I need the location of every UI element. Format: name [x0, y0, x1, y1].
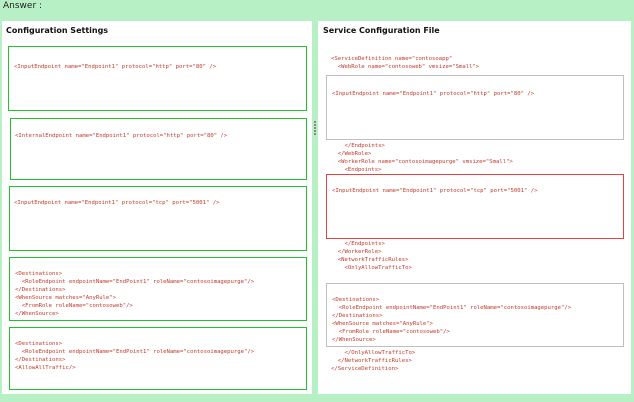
- drop-target-2[interactable]: <InputEndpoint name="Endpoint1" protocol…: [326, 174, 624, 239]
- drop-target-code-line: <RoleEndpoint endpointName="EndPoint1" r…: [332, 305, 572, 311]
- option-code-line: <FromRole roleName="contosoweb"/>: [15, 303, 133, 309]
- option-code-line: <WhenSource matches="AnyRule">: [15, 295, 117, 301]
- option-code-line: </Destinations>: [15, 287, 66, 293]
- drop-target-code: <InputEndpoint name="Endpoint1" protocol…: [332, 91, 535, 97]
- code-line: </NetworkTrafficRules>: [331, 358, 412, 364]
- option-code: <InputEndpoint name="Endpoint1" protocol…: [14, 200, 220, 206]
- option-box-4[interactable]: <Destinations> <RoleEndpoint endpointNam…: [9, 257, 307, 321]
- configuration-settings-panel: Configuration Settings <InputEndpoint na…: [2, 21, 312, 394]
- option-box-5[interactable]: <Destinations> <RoleEndpoint endpointNam…: [9, 327, 307, 390]
- option-code-line: <AllowAllTraffic/>: [15, 365, 76, 371]
- option-code-line: </WhenSource>: [15, 311, 59, 317]
- option-code-line: <RoleEndpoint endpointName="EndPoint1" r…: [15, 279, 255, 285]
- code-line: </WorkerRole>: [331, 249, 382, 255]
- service-configuration-panel: Service Configuration File <ServiceDefin…: [318, 21, 631, 394]
- code-line: <WebRole name="contosoweb" vmsize="Small…: [331, 64, 480, 70]
- drop-target-code-line: <Destinations>: [332, 297, 380, 303]
- code-line: </Endpoints>: [331, 241, 385, 247]
- code-line: <WorkerRole name="contosoimagepurge" vms…: [331, 159, 513, 165]
- service-configuration-title: Service Configuration File: [323, 26, 440, 35]
- code-line: </ServiceDefinition>: [331, 366, 399, 372]
- option-box-1[interactable]: <InputEndpoint name="Endpoint1" protocol…: [8, 46, 307, 111]
- option-code-line: <Destinations>: [15, 341, 63, 347]
- drop-target-code: <InputEndpoint name="Endpoint1" protocol…: [332, 188, 538, 194]
- drop-target-code-line: <FromRole roleName="contosoweb"/>: [332, 329, 450, 335]
- answer-label: Answer :: [3, 1, 43, 11]
- drop-target-code-line: <WhenSource matches="AnyRule">: [332, 321, 434, 327]
- option-box-3[interactable]: <InputEndpoint name="Endpoint1" protocol…: [9, 186, 307, 251]
- panel-splitter[interactable]: [313, 120, 317, 138]
- drop-target-3[interactable]: <Destinations> <RoleEndpoint endpointNam…: [326, 283, 624, 347]
- option-box-2[interactable]: <InternalEndpoint name="Endpoint1" proto…: [10, 118, 307, 180]
- code-line: <ServiceDefinition name="contosoapp": [331, 56, 453, 62]
- code-line: <OnlyAllowTrafficTo>: [331, 265, 412, 271]
- drop-target-code-line: </WhenSource>: [332, 337, 376, 343]
- code-line: </WebRole>: [331, 151, 372, 157]
- code-line: <NetworkTrafficRules>: [331, 257, 409, 263]
- code-line: <Endpoints>: [331, 167, 382, 173]
- option-code: <InternalEndpoint name="Endpoint1" proto…: [15, 133, 228, 139]
- drop-target-code-line: </Destinations>: [332, 313, 383, 319]
- code-line: </Endpoints>: [331, 143, 385, 149]
- configuration-settings-title: Configuration Settings: [6, 26, 109, 35]
- code-line: </OnlyAllowTrafficTo>: [331, 350, 416, 356]
- option-code-line: </Destinations>: [15, 357, 66, 363]
- option-code-line: <RoleEndpoint endpointName="EndPoint1" r…: [15, 349, 255, 355]
- drop-target-1[interactable]: <InputEndpoint name="Endpoint1" protocol…: [326, 75, 624, 140]
- option-code-line: <Destinations>: [15, 271, 63, 277]
- option-code: <InputEndpoint name="Endpoint1" protocol…: [14, 64, 217, 70]
